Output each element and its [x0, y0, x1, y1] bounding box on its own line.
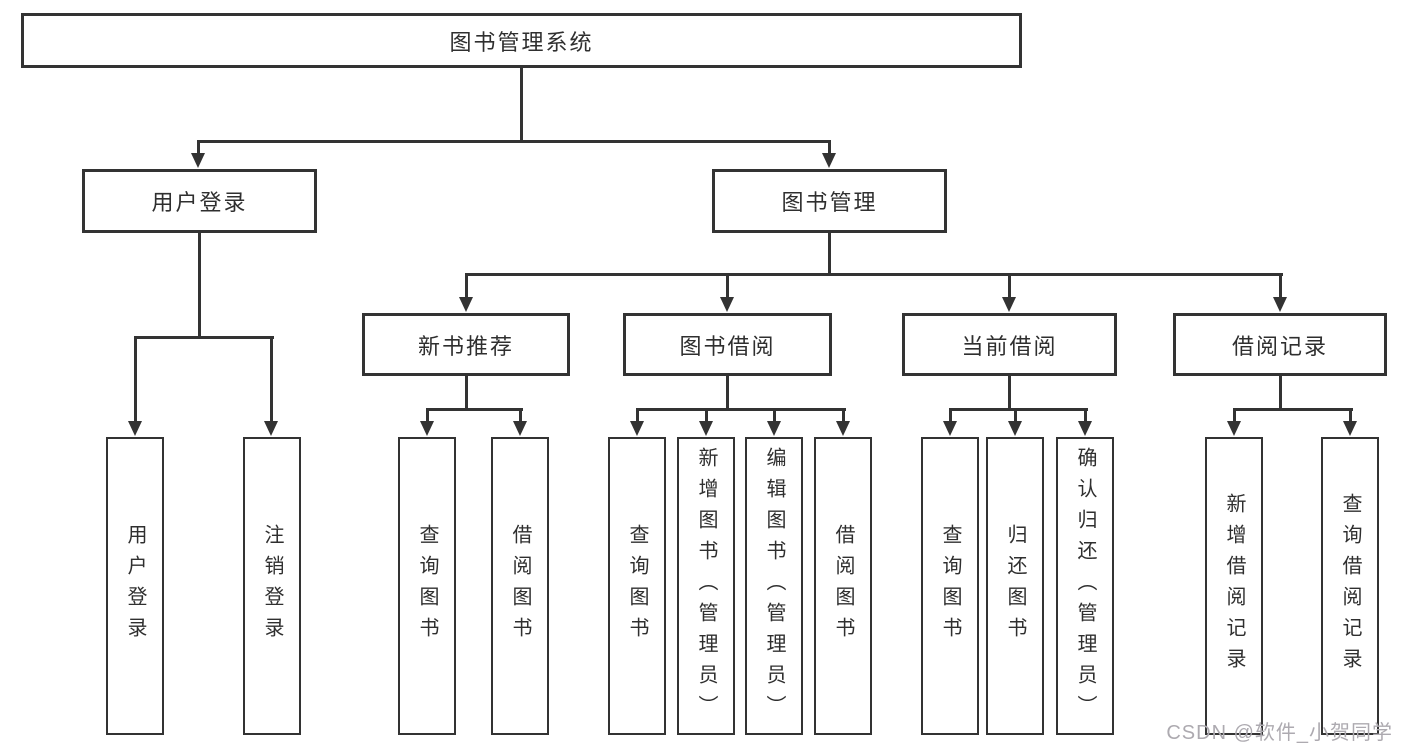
connector-line — [1008, 273, 1011, 300]
arrowhead-down-icon — [720, 297, 734, 312]
arrowhead-down-icon — [1273, 297, 1287, 312]
connector-line — [950, 408, 1088, 411]
arrowhead-down-icon — [513, 421, 527, 436]
node-label: 新增借阅记录 — [1223, 493, 1245, 679]
connector-line — [828, 233, 831, 276]
node-new-book-recommendation: 新书推荐 — [362, 313, 570, 376]
connector-line — [949, 408, 952, 423]
leaf-query-borrow-record: 查询借阅记录 — [1321, 437, 1379, 735]
connector-line — [705, 408, 708, 423]
connector-line — [198, 233, 201, 339]
node-label: 编辑图书（管理员） — [763, 446, 785, 726]
arrowhead-down-icon — [836, 421, 850, 436]
connector-line — [842, 408, 845, 423]
node-label: 新书推荐 — [417, 333, 514, 359]
arrowhead-down-icon — [699, 421, 713, 436]
arrowhead-down-icon — [1227, 421, 1241, 436]
node-label: 用户登录 — [151, 190, 248, 215]
node-label: 确认归还（管理员） — [1074, 446, 1096, 726]
leaf-query-books-recommend: 查询图书 — [398, 437, 456, 735]
node-label: 图书管理系统 — [449, 29, 594, 55]
leaf-query-books-current: 查询图书 — [921, 437, 979, 735]
connector-line — [426, 408, 429, 423]
leaf-user-login: 用户登录 — [106, 437, 164, 735]
arrowhead-down-icon — [943, 421, 957, 436]
node-label: 借阅记录 — [1231, 333, 1328, 359]
arrowhead-down-icon — [1008, 421, 1022, 436]
node-label: 图书管理 — [781, 190, 878, 215]
leaf-borrow-books: 借阅图书 — [814, 437, 872, 735]
node-label: 查询图书 — [939, 524, 961, 648]
arrowhead-down-icon — [264, 421, 278, 436]
connector-line — [135, 336, 274, 339]
connector-line — [1008, 376, 1011, 411]
connector-line — [1233, 408, 1236, 423]
node-label: 当前借阅 — [961, 333, 1058, 359]
connector-line — [520, 68, 523, 143]
node-label: 借阅图书 — [509, 524, 531, 648]
connector-line — [726, 376, 729, 411]
leaf-query-books-borrowing: 查询图书 — [608, 437, 666, 735]
node-label: 归还图书 — [1004, 524, 1026, 648]
connector-line — [427, 408, 523, 411]
connector-line — [270, 336, 273, 423]
connector-line — [134, 336, 137, 423]
arrowhead-down-icon — [191, 153, 205, 168]
node-label: 查询图书 — [416, 524, 438, 648]
node-user-login: 用户登录 — [82, 169, 317, 233]
arrowhead-down-icon — [630, 421, 644, 436]
connector-line — [1279, 273, 1282, 300]
leaf-return-book: 归还图书 — [986, 437, 1044, 735]
leaf-confirm-return-admin: 确认归还（管理员） — [1056, 437, 1114, 735]
connector-line — [1234, 408, 1353, 411]
connector-line — [198, 140, 831, 143]
watermark: CSDN @软件_小贺同学 — [1166, 722, 1393, 744]
connector-line — [726, 273, 729, 300]
node-library-management-system: 图书管理系统 — [21, 13, 1022, 68]
arrowhead-down-icon — [459, 297, 473, 312]
arrowhead-down-icon — [420, 421, 434, 436]
leaf-borrow-books-recommend: 借阅图书 — [491, 437, 549, 735]
connector-line — [519, 408, 522, 423]
arrowhead-down-icon — [822, 153, 836, 168]
connector-line — [636, 408, 639, 423]
node-label: 用户登录 — [124, 524, 146, 648]
node-current-borrowing: 当前借阅 — [902, 313, 1117, 376]
node-book-borrowing: 图书借阅 — [623, 313, 832, 376]
arrowhead-down-icon — [1002, 297, 1016, 312]
connector-line — [465, 376, 468, 411]
connector-line — [1349, 408, 1352, 423]
connector-line — [197, 140, 200, 156]
arrowhead-down-icon — [1078, 421, 1092, 436]
connector-line — [1279, 376, 1282, 411]
node-label: 新增图书（管理员） — [695, 446, 717, 726]
node-book-management: 图书管理 — [712, 169, 947, 233]
arrowhead-down-icon — [128, 421, 142, 436]
node-label: 注销登录 — [261, 524, 283, 648]
node-label: 图书借阅 — [679, 333, 776, 359]
connector-line — [637, 408, 846, 411]
node-label: 借阅图书 — [832, 524, 854, 648]
connector-line — [466, 273, 1283, 276]
leaf-edit-book-admin: 编辑图书（管理员） — [745, 437, 803, 735]
connector-line — [1084, 408, 1087, 423]
leaf-add-book-admin: 新增图书（管理员） — [677, 437, 735, 735]
connector-line — [773, 408, 776, 423]
connector-line — [465, 273, 468, 300]
arrowhead-down-icon — [767, 421, 781, 436]
leaf-add-borrow-record: 新增借阅记录 — [1205, 437, 1263, 735]
arrowhead-down-icon — [1343, 421, 1357, 436]
node-label: 查询借阅记录 — [1339, 493, 1361, 679]
node-label: 查询图书 — [626, 524, 648, 648]
connector-line — [1014, 408, 1017, 423]
leaf-logout: 注销登录 — [243, 437, 301, 735]
node-borrowing-records: 借阅记录 — [1173, 313, 1387, 376]
connector-line — [828, 140, 831, 156]
